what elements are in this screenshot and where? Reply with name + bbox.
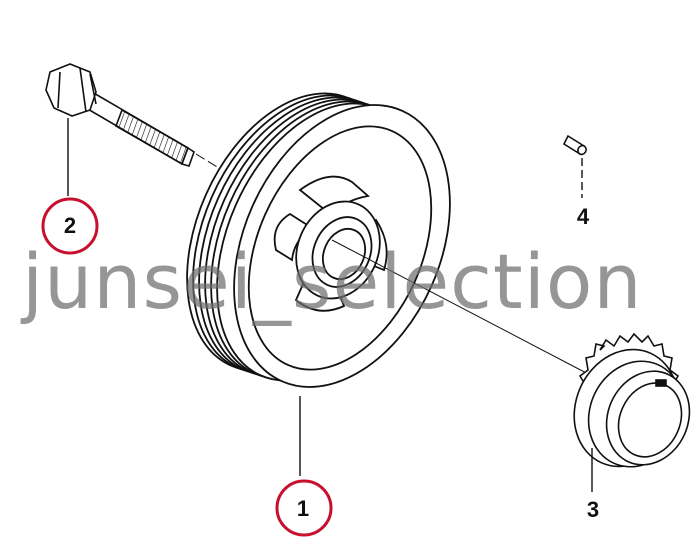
- sprocket-icon: [573, 332, 691, 468]
- callout-label-3: 3: [586, 497, 600, 522]
- pulley-icon: [186, 92, 451, 388]
- highlight-circle-1: [275, 479, 333, 537]
- bolt-icon: [45, 63, 195, 167]
- center-axis-line: [331, 239, 593, 377]
- callout-label-2: 2: [63, 213, 77, 238]
- callout-label-4: 4: [576, 204, 590, 229]
- callout-label-1: 1: [296, 496, 310, 521]
- highlight-circle-2: [41, 197, 99, 255]
- watermark-text: junsei_selection: [22, 237, 643, 326]
- pin-icon: [562, 134, 587, 156]
